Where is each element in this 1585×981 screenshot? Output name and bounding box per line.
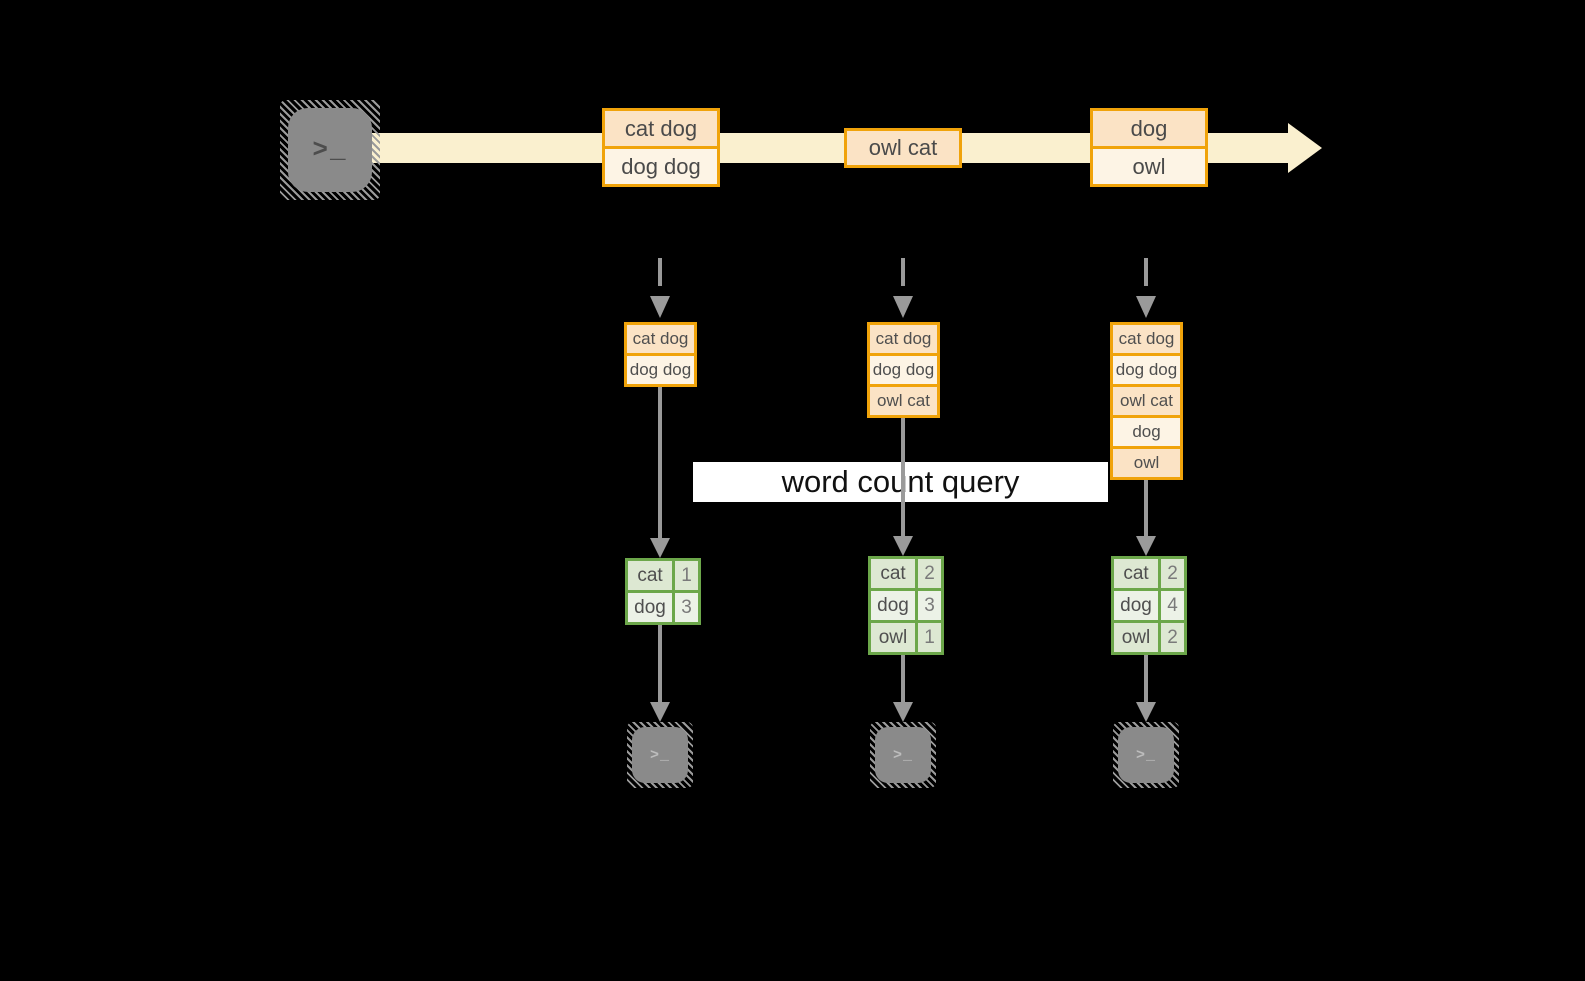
- word-cell: cat: [1114, 559, 1158, 588]
- buffer-row: owl: [1113, 446, 1180, 477]
- word-count-table: cat 1 dog 3: [625, 558, 701, 625]
- count-cell: 3: [915, 591, 941, 620]
- down-arrow-head-icon: [893, 702, 913, 722]
- count-cell: 2: [1158, 559, 1184, 588]
- buffer-row: dog dog: [627, 353, 694, 384]
- terminal-prompt-icon: >_: [892, 746, 913, 764]
- table-row: cat 2: [871, 559, 941, 588]
- down-arrow-head-icon: [650, 296, 670, 318]
- word-cell: owl: [871, 623, 915, 652]
- word-cell: dog: [628, 593, 672, 622]
- table-row: owl 2: [1114, 620, 1184, 652]
- buffer-stack: cat dog dog dog owl cat dog owl: [1110, 322, 1183, 480]
- buffer-row: owl cat: [870, 384, 937, 415]
- down-arrow-head-icon: [650, 538, 670, 558]
- terminal-prompt-icon: >_: [312, 135, 348, 165]
- table-row: dog 3: [871, 588, 941, 620]
- buffer-row: owl cat: [1113, 384, 1180, 415]
- word-cell: cat: [628, 561, 672, 590]
- word-cell: cat: [871, 559, 915, 588]
- dashed-arrow-segment: [658, 258, 662, 286]
- buffer-row: cat dog: [1113, 325, 1180, 353]
- terminal-body: >_: [288, 108, 372, 192]
- terminal-body: >_: [875, 727, 931, 783]
- down-arrow-head-icon: [1136, 536, 1156, 556]
- down-arrow-head-icon: [893, 296, 913, 318]
- terminal-prompt-icon: >_: [1135, 746, 1156, 764]
- table-row: dog 3: [628, 590, 698, 622]
- table-row: dog 4: [1114, 588, 1184, 620]
- count-cell: 2: [915, 559, 941, 588]
- down-arrow-head-icon: [893, 536, 913, 556]
- table-row: cat 1: [628, 561, 698, 590]
- count-cell: 3: [672, 593, 698, 622]
- table-row: owl 1: [871, 620, 941, 652]
- arrow-line: [658, 387, 662, 540]
- count-cell: 2: [1158, 623, 1184, 652]
- buffer-row: cat dog: [627, 325, 694, 353]
- event-line: cat dog: [605, 111, 717, 146]
- down-arrow-head-icon: [650, 702, 670, 722]
- down-arrow-head-icon: [1136, 702, 1156, 722]
- count-cell: 1: [915, 623, 941, 652]
- event-line: owl: [1093, 146, 1205, 184]
- count-cell: 1: [672, 561, 698, 590]
- terminal-prompt-icon: >_: [649, 746, 670, 764]
- buffer-row: dog dog: [1113, 353, 1180, 384]
- terminal-icon: >_: [627, 722, 693, 788]
- terminal-icon: >_: [280, 100, 380, 200]
- arrow-line: [658, 625, 662, 704]
- stream-event-box: dog owl: [1090, 108, 1208, 187]
- down-arrow-head-icon: [1136, 296, 1156, 318]
- event-line: owl cat: [847, 131, 959, 165]
- word-cell: dog: [1114, 591, 1158, 620]
- event-line: dog dog: [605, 146, 717, 184]
- terminal-icon: >_: [1113, 722, 1179, 788]
- arrow-line: [901, 418, 905, 538]
- arrow-line: [1144, 655, 1148, 704]
- table-row: cat 2: [1114, 559, 1184, 588]
- buffer-stack: cat dog dog dog: [624, 322, 697, 387]
- terminal-body: >_: [1118, 727, 1174, 783]
- buffer-stack: cat dog dog dog owl cat: [867, 322, 940, 418]
- word-cell: owl: [1114, 623, 1158, 652]
- stream-event-box: cat dog dog dog: [602, 108, 720, 187]
- dashed-arrow-segment: [1144, 258, 1148, 286]
- buffer-row: dog dog: [870, 353, 937, 384]
- word-cell: dog: [871, 591, 915, 620]
- event-line: dog: [1093, 111, 1205, 146]
- arrow-line: [1144, 480, 1148, 538]
- terminal-icon: >_: [870, 722, 936, 788]
- dashed-arrow-segment: [901, 258, 905, 286]
- buffer-row: cat dog: [870, 325, 937, 353]
- word-count-table: cat 2 dog 3 owl 1: [868, 556, 944, 655]
- count-cell: 4: [1158, 591, 1184, 620]
- stream-event-box: owl cat: [844, 128, 962, 168]
- stream-arrow-head-icon: [1288, 123, 1322, 173]
- arrow-line: [901, 655, 905, 704]
- buffer-row: dog: [1113, 415, 1180, 446]
- terminal-body: >_: [632, 727, 688, 783]
- word-count-table: cat 2 dog 4 owl 2: [1111, 556, 1187, 655]
- query-banner: word count query: [693, 462, 1108, 502]
